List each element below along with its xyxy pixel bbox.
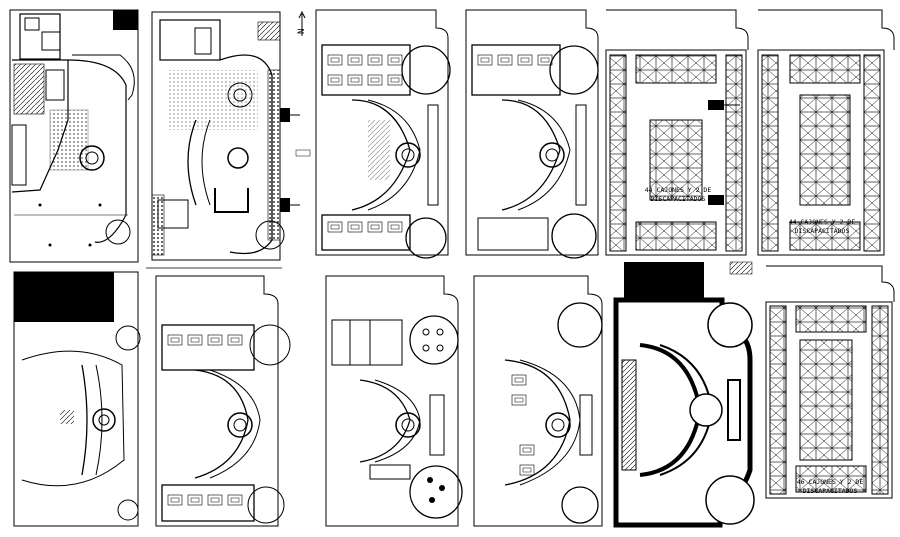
parking-c-count-line2: DISCAPACITADOS bbox=[803, 487, 858, 495]
plan-ground-floor bbox=[146, 11, 311, 269]
plan-parking-b: 44 CAJONES Y 2 DE DISCAPACITADOS bbox=[757, 9, 895, 256]
plan-parking-c: 46 CAJONES Y 2 DE DISCAPACITADOS bbox=[765, 265, 895, 499]
parking-b-count-line1: 44 CAJONES Y 2 DE bbox=[789, 218, 856, 226]
plan-roof-a bbox=[13, 271, 141, 527]
parking-c-count-line1: 46 CAJONES Y 2 DE bbox=[797, 478, 864, 486]
parking-a-count-line2: DISCAPACITADOS bbox=[651, 195, 706, 203]
plan-typical-floor-d bbox=[473, 275, 603, 527]
plan-structure bbox=[613, 261, 755, 528]
plan-typical-floor-a bbox=[315, 9, 451, 259]
plan-basement-1 bbox=[9, 9, 139, 263]
plan-typical-floor-b bbox=[465, 9, 599, 259]
parking-b-count-line2: DISCAPACITADOS bbox=[795, 227, 850, 235]
plan-mezzanine bbox=[325, 275, 463, 527]
north-arrow: N bbox=[297, 10, 307, 36]
plan-typical-floor-c bbox=[155, 275, 291, 527]
plan-parking-a: 44 CAJONES Y 2 DE DISCAPACITADOS bbox=[605, 9, 749, 256]
parking-a-count-line1: 44 CAJONES Y 2 DE bbox=[645, 186, 712, 194]
north-label: N bbox=[297, 29, 307, 34]
